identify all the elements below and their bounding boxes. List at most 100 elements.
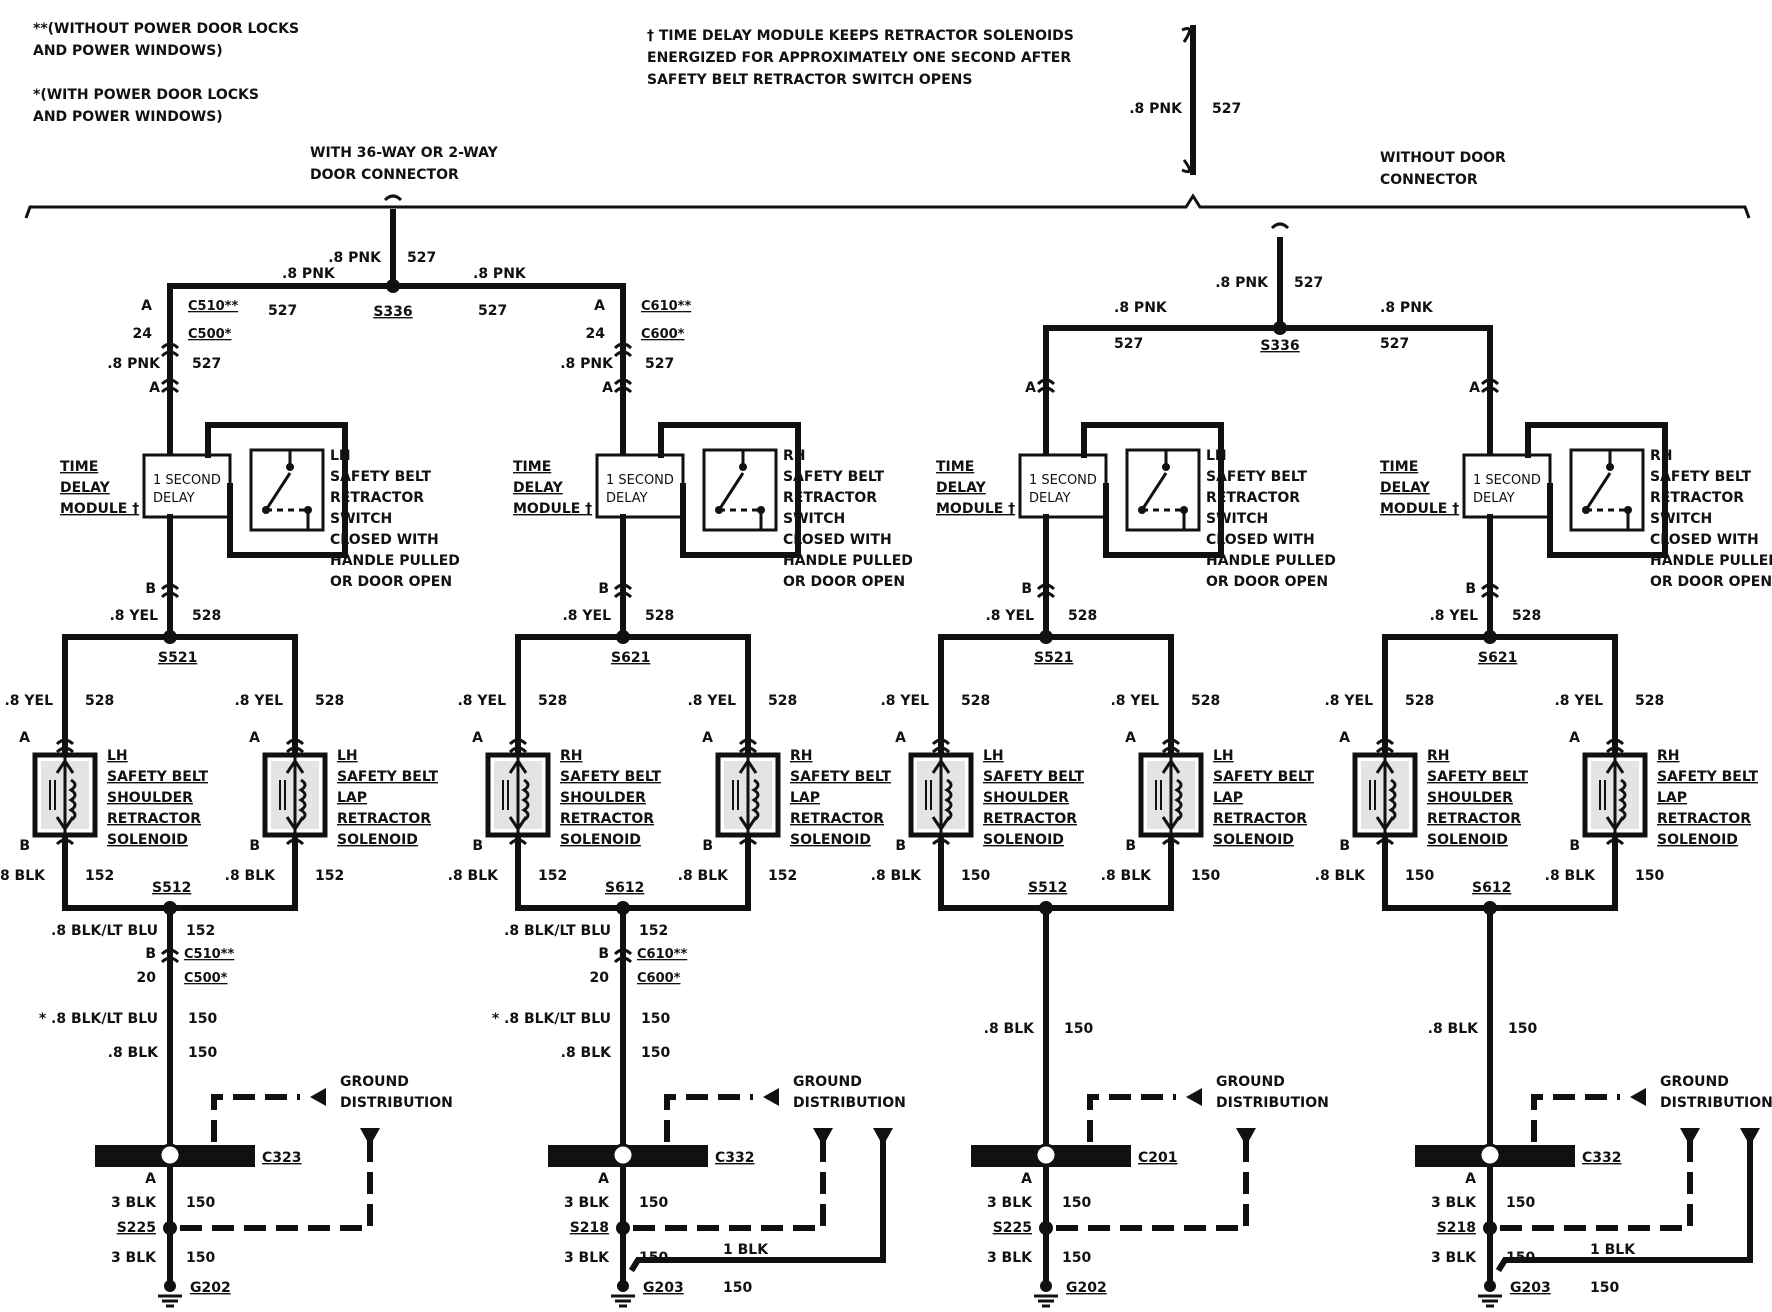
solenoid-arrow [931, 816, 951, 832]
solenoid-coil [1174, 778, 1183, 822]
pin-label: A [145, 1171, 156, 1187]
module-label: MODULE † [60, 501, 139, 517]
connector-label: C332 [1582, 1150, 1622, 1166]
connector-label: C510** [184, 947, 234, 962]
connector-symbol [160, 591, 180, 599]
switch-label: SAFETY BELT [1206, 469, 1307, 485]
connector-symbol [160, 956, 180, 964]
module-label: MODULE † [513, 501, 592, 517]
connector-symbol [160, 583, 180, 591]
pin-label: A [1569, 730, 1580, 746]
connector-symbol [1605, 738, 1625, 746]
ground-symbol [1484, 1280, 1496, 1292]
solenoid-label: SAFETY BELT [983, 769, 1084, 785]
solenoid-arrow [1375, 758, 1395, 774]
splice-label: S336 [1260, 338, 1299, 354]
ground-label: G203 [643, 1280, 684, 1296]
pin-label: B [1021, 581, 1032, 597]
solenoid-label: RETRACTOR [1213, 811, 1307, 827]
wire-label: .8 PNK [473, 266, 527, 282]
ground-symbol [617, 1280, 629, 1292]
ground-distribution-label: DISTRIBUTION [793, 1095, 906, 1111]
pin-label: B [1339, 838, 1350, 854]
module-label: DELAY [1380, 480, 1431, 496]
solenoid-arrow [285, 816, 305, 832]
connector-label: C600* [641, 327, 685, 342]
splice-label: S512 [152, 880, 191, 896]
connector-symbol [1480, 583, 1500, 591]
splice-dot [1273, 321, 1287, 335]
connector-label: C332 [715, 1150, 755, 1166]
solenoid-label: SAFETY BELT [1657, 769, 1758, 785]
pin-label: A [1465, 1171, 1476, 1187]
circuit-label: 150 [1064, 1021, 1093, 1037]
ground-distribution-label: GROUND [793, 1074, 862, 1090]
solenoid-label: LH [107, 748, 128, 764]
circuit-label: 150 [641, 1011, 670, 1027]
solenoid-label: RETRACTOR [337, 811, 431, 827]
solenoid-label: LAP [1657, 790, 1687, 806]
wire-label: .8 PNK [282, 266, 336, 282]
pin-label: B [145, 581, 156, 597]
wire-label: .8 YEL [1110, 693, 1159, 709]
delay-text: DELAY [1473, 491, 1515, 506]
wire-label: 3 BLK [987, 1195, 1033, 1211]
wire-label: * .8 BLK/LT BLU [39, 1011, 158, 1027]
pin-label: B [1465, 581, 1476, 597]
circuit-label: 150 [188, 1045, 217, 1061]
wire-label: 3 BLK [987, 1250, 1033, 1266]
circuit-label: 528 [538, 693, 567, 709]
time-delay-module [142, 453, 232, 519]
splice-label: S621 [611, 650, 650, 666]
circuit-label: 152 [538, 868, 567, 884]
wire-break [1270, 222, 1290, 230]
section-without-door: WITHOUT DOOR [1380, 150, 1506, 166]
connector-symbol [1161, 738, 1181, 746]
pin-label: A [1025, 380, 1036, 396]
pin-label: A [1021, 1171, 1032, 1187]
pin-label: A [249, 730, 260, 746]
solenoid-label: SAFETY BELT [560, 769, 661, 785]
solenoid-coil [1388, 778, 1397, 822]
splice-label: S612 [1472, 880, 1511, 896]
switch-loop [1547, 422, 1668, 558]
solenoid-label: RH [560, 748, 583, 764]
ground-label: G202 [190, 1280, 231, 1296]
circuit-label: 150 [186, 1195, 215, 1211]
wire-label: .8 PNK [328, 250, 382, 266]
solenoid-label: RETRACTOR [1657, 811, 1751, 827]
wire-label: .8 BLK [984, 1021, 1036, 1037]
ground-label: G203 [1510, 1280, 1551, 1296]
circuit-label: 150 [1062, 1195, 1091, 1211]
pin-label: A [141, 298, 152, 314]
solenoid-label: LAP [337, 790, 367, 806]
connector-symbol [1036, 583, 1056, 591]
wire-label: 3 BLK [111, 1250, 157, 1266]
pin-label: A [1339, 730, 1350, 746]
connector-symbol [613, 956, 633, 964]
module-label: TIME [936, 459, 974, 475]
solenoid-label: SHOULDER [560, 790, 646, 806]
circuit-label: 150 [186, 1250, 215, 1266]
wire-break [1181, 159, 1191, 174]
solenoid-label: RETRACTOR [1427, 811, 1521, 827]
circuit-label: 527 [1294, 275, 1323, 291]
connector-label: C323 [262, 1150, 302, 1166]
module-label: TIME [513, 459, 551, 475]
circuit-label: 150 [1590, 1280, 1619, 1296]
ground-distribution-label: DISTRIBUTION [340, 1095, 453, 1111]
solenoid-label: SOLENOID [790, 832, 871, 848]
solenoid-label: SOLENOID [1213, 832, 1294, 848]
solenoid-label: SOLENOID [337, 832, 418, 848]
wire-label: .8 YEL [1324, 693, 1373, 709]
switch-label: RETRACTOR [1206, 490, 1300, 506]
solenoid-label: SOLENOID [983, 832, 1064, 848]
ground-distribution-arrow [1186, 1088, 1202, 1106]
wire-label: .8 BLK [1545, 868, 1597, 884]
solenoid-coil [521, 778, 530, 822]
switch-label: CLOSED WITH [1206, 532, 1315, 548]
switch-label: HANDLE PULLED [1650, 553, 1772, 569]
splice-label: S521 [1034, 650, 1073, 666]
switch-label: SAFETY BELT [330, 469, 431, 485]
circuit-label: 150 [1062, 1250, 1091, 1266]
